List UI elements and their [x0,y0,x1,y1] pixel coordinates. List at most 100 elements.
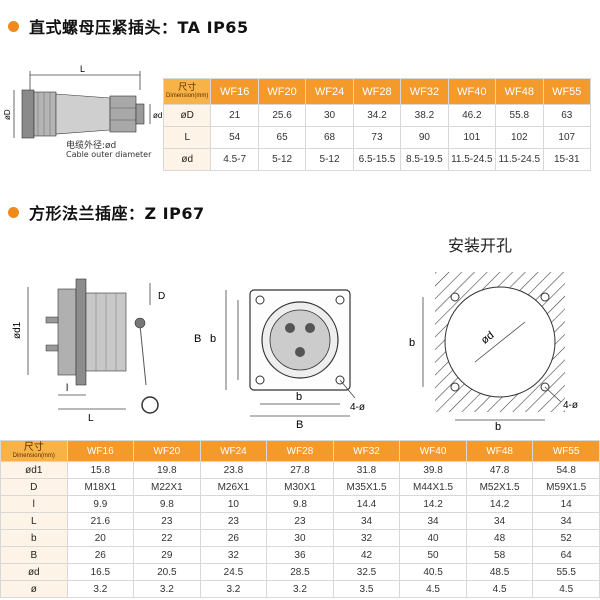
cable-label-cn: 电缆外径:ød [66,141,117,151]
table-cell: 58 [465,546,534,564]
table-cell: 16.5 [66,563,135,581]
table-cell: 14.2 [465,495,534,513]
column-header: WF20 [257,78,307,105]
dim-D-label: D [158,291,165,302]
dim-b-right-bottom-label: b [495,421,501,433]
row-label: B [0,546,68,564]
table-cell: 26 [66,546,135,564]
column-header: WF55 [542,78,591,105]
table-cell: 27.8 [266,461,334,479]
holes-left-label: 4-ø [350,402,365,413]
table-cell: 9.8 [133,495,201,513]
column-header: WF32 [332,440,401,462]
dim-l-label: l [66,383,68,394]
bullet-icon [8,20,19,32]
table-cell: 107 [542,126,591,149]
table-cell: M59X1.5 [532,478,600,496]
table-cell: 38.2 [400,104,449,127]
table-cell: 90 [400,126,449,149]
column-header: WF16 [210,78,259,105]
table-cell: 28.5 [266,563,334,581]
table-cell: 22 [133,529,201,547]
table-cell: 34.2 [352,104,402,127]
table-cell: 25.6 [257,104,307,127]
table-cell: 20 [66,529,135,547]
dim-B-bottom-label: B [296,419,303,431]
dim-b-right-label: b [409,337,415,349]
table-cell: 23 [199,512,268,530]
section2-title-text: 方形法兰插座：Z IP67 [29,204,205,223]
column-header: WF40 [447,78,497,105]
column-header: WF16 [66,440,135,462]
row-label: ød [162,148,212,171]
socket-side-drawing: ød1 D l L [12,278,165,424]
mount-hole-drawing: ød b b 4-ø [409,272,578,433]
table-cell: M26X1 [199,478,268,496]
table-cell: 4.5 [532,580,600,598]
table-cell: 10 [199,495,268,513]
column-header: WF48 [495,78,544,105]
dim-d1-label: ød1 [12,321,23,339]
table-cell: 54.8 [532,461,600,479]
table-cell: 9.8 [266,495,334,513]
table-cell: M18X1 [66,478,135,496]
dim-d-label: ød [153,111,162,120]
row-label: ød1 [0,461,68,479]
column-header: WF28 [352,78,402,105]
table-cell: 11.5-24.5 [447,148,497,171]
plug-drawing: L øD ød [3,64,162,139]
table-cell: 102 [495,126,544,149]
table-header-row: 尺寸 Dimension(mm) WF16 WF20 WF24 WF28 WF3… [162,78,591,105]
table-cell: 52 [532,529,600,547]
table-cell: 6.5-15.5 [352,148,402,171]
table-cell: 3.2 [266,580,334,598]
table-cell: 34 [465,512,534,530]
row-label: ød [0,563,68,581]
dim-D-label: øD [3,109,12,120]
column-header: WF40 [399,440,467,462]
table-cell: 23 [266,512,334,530]
section1-title-text: 直式螺母压紧插头：TA IP65 [29,18,249,37]
table-cell: 9.9 [66,495,135,513]
table-corner: 尺寸 Dimension(mm) [162,78,212,105]
table-cell: 3.2 [66,580,135,598]
table-cell: 40 [399,529,467,547]
table-cell: 23 [133,512,201,530]
table-cell: 30 [266,529,334,547]
table-cell: 5-12 [305,148,354,171]
table-cell: 47.8 [465,461,534,479]
row-label: øD [162,104,212,127]
table-cell: 54 [210,126,259,149]
table-cell: 46.2 [447,104,497,127]
table-cell: 14 [532,495,600,513]
table-cell: 32 [199,546,268,564]
table-cell: 73 [352,126,402,149]
column-header: WF48 [465,440,534,462]
table-cell: 32.5 [332,563,401,581]
table-cell: 3.5 [332,580,401,598]
mount-hole-label: 安装开孔 [448,236,513,255]
table-cell: 21.6 [66,512,135,530]
table-cell: 55.5 [532,563,600,581]
table-cell: 15-31 [542,148,591,171]
row-label: D [0,478,68,496]
table-cell: 48.5 [465,563,534,581]
table-cell: 11.5-24.5 [495,148,544,171]
row-label: b [0,529,68,547]
table-cell: 24.5 [199,563,268,581]
table-cell: 64 [532,546,600,564]
dim-b-bottom-label: b [296,391,302,403]
table-cell: 34 [532,512,600,530]
row-label: l [0,495,68,513]
table-cell: 30 [305,104,354,127]
plug-spec-table: 尺寸 Dimension(mm) WF16 WF20 WF24 WF28 WF3… [162,78,591,171]
table-cell: 65 [257,126,307,149]
